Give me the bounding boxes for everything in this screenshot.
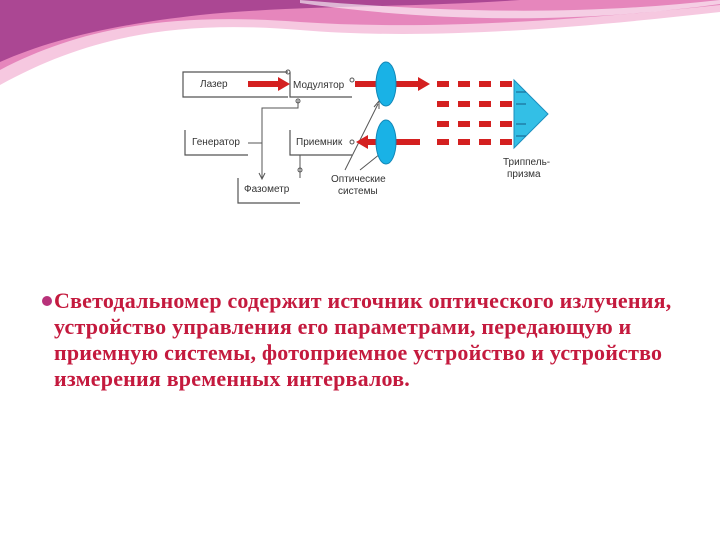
optical-systems-label-line1: Оптические [331, 174, 386, 185]
modulator-output-node [349, 77, 355, 83]
swoosh-base [0, 0, 720, 85]
swoosh-light-streak [300, 0, 720, 19]
laser-output-node [285, 69, 291, 75]
laser-box [182, 71, 288, 98]
modulator-label: Модулятор [293, 80, 345, 91]
receiver-output-node [297, 167, 303, 173]
prism-label-line1: Триппель- [503, 157, 550, 168]
generator-box [184, 130, 248, 156]
bullet-dot-icon [42, 296, 52, 306]
optical-systems-label-line2: системы [338, 186, 378, 197]
beam-dashed-outgoing [437, 81, 512, 145]
receiver-label: Приемник [296, 137, 343, 148]
swoosh-dark [0, 0, 520, 62]
modulator-box [289, 72, 352, 98]
modulator-input-node [295, 98, 301, 104]
laser-label: Лазер [200, 79, 228, 90]
beam-transmit-arrowhead [418, 77, 430, 91]
phasemeter-label: Фазометр [244, 184, 290, 195]
generator-label: Генератор [192, 137, 240, 148]
receiver-input-node [349, 139, 355, 145]
triple-prism-icon [513, 78, 549, 150]
optical-pointer-top-head [373, 99, 380, 109]
prism-return-arrows [516, 91, 526, 137]
bullet-paragraph: Светодальномер содержит источник оптичес… [42, 288, 682, 392]
rangefinder-diagram: Лазер Модулятор Генератор Приемник Фазом… [182, 61, 550, 204]
bullet-text: Светодальномер содержит источник оптичес… [54, 288, 672, 391]
beam-laser-arrowhead [278, 77, 290, 91]
transmit-lens-icon [375, 61, 397, 107]
phasemeter-box [237, 178, 300, 204]
optical-pointer-top [344, 103, 379, 171]
header-swoosh [0, 0, 720, 85]
receiver-box [289, 130, 352, 156]
prism-label-line2: призма [507, 169, 541, 180]
generator-to-modulator-line [248, 100, 299, 144]
receive-lens-icon [375, 119, 397, 165]
beam-receive-arrowhead [356, 135, 368, 149]
phasemeter-top-arrow [258, 172, 266, 181]
